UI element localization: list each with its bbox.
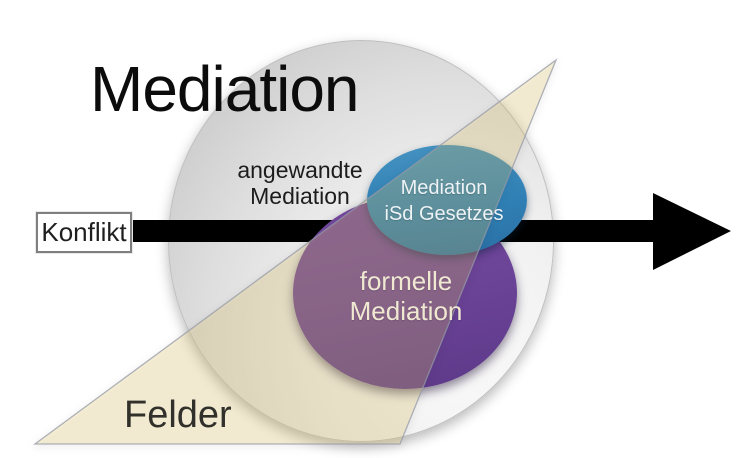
felder-label: Felder: [124, 394, 232, 436]
formal-mediation-label: formelle Mediation: [296, 266, 516, 326]
formal-mediation-line1: formelle: [359, 266, 453, 296]
conflict-arrow-head: [653, 193, 731, 270]
slide-title: Mediation: [90, 53, 359, 125]
konflikt-label: Konflikt: [41, 217, 127, 247]
legal-mediation-label: Mediation iSd Gesetzes: [364, 175, 524, 227]
konflikt-box: Konflikt: [36, 212, 132, 253]
legal-mediation-line1: Mediation: [400, 177, 488, 199]
legal-mediation-line2: iSd Gesetzes: [384, 203, 504, 225]
formal-mediation-line2: Mediation: [349, 296, 463, 326]
